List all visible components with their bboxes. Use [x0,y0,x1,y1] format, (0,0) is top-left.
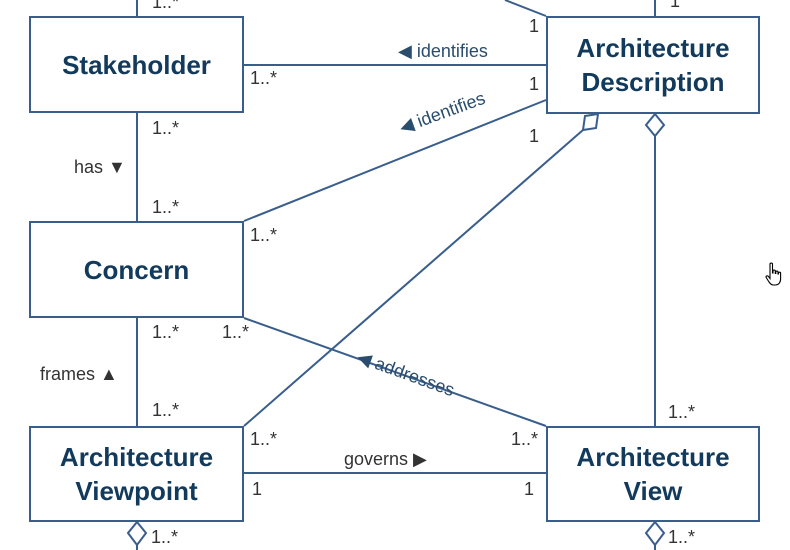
multiplicity-viewpoint-top: 1..* [152,400,180,420]
concern-view-edge [243,317,547,427]
multiplicity-ad-left-stakeholder: 1 [529,74,540,94]
architecture-viewpoint-box[interactable]: Architecture Viewpoint [29,426,244,522]
architecture-description-box[interactable]: Architecture Description [546,16,760,114]
multiplicity-view-bottom: 1..* [668,527,696,547]
multiplicity-view-top: 1..* [668,402,696,422]
multiplicity-viewpoint-top-right: 1..* [250,429,278,449]
multiplicity-concern-top: 1..* [152,197,180,217]
architecture-view-box[interactable]: Architecture View [546,426,760,522]
multiplicity-ad-top-right: 1 [670,0,681,11]
multiplicity-viewpoint-right: 1 [252,479,263,499]
hand-pointer-icon [765,262,782,286]
multiplicity-view-left: 1 [524,479,535,499]
ad-top-diagonal-edge [504,0,547,17]
multiplicity-stakeholder-bottom: 1..* [152,118,180,138]
stakeholder-box[interactable]: Stakeholder [29,16,244,113]
multiplicity-viewpoint-bottom: 1..* [151,527,179,547]
ad-aggregation-diamond-left [581,112,600,132]
viewpoint-aggregation-diamond [126,520,148,547]
view-aggregation-diamond [644,520,666,547]
has-label: has ▼ [74,157,126,177]
governs-label: governs ▶ [344,449,427,469]
multiplicity-ad-left-concern: 1 [529,126,540,146]
multiplicity-stakeholder-top: 1..* [152,0,180,12]
stakeholder-identifies-label: ◀ identifies [398,41,488,61]
ad-aggregation-diamond-right [644,112,666,138]
multiplicity-concern-bottom-right: 1..* [222,322,250,342]
multiplicity-concern-bottom-left: 1..* [152,322,180,342]
multiplicity-stakeholder-right: 1..* [250,68,278,88]
multiplicity-ad-top-left: 1 [529,16,540,36]
frames-label: frames ▲ [40,364,118,384]
multiplicity-concern-right: 1..* [250,225,278,245]
concern-box[interactable]: Concern [29,221,244,318]
multiplicity-view-top-left: 1..* [511,429,539,449]
viewpoint-ad-aggregation-edge [243,129,584,427]
concern-ad-edge [243,99,547,222]
